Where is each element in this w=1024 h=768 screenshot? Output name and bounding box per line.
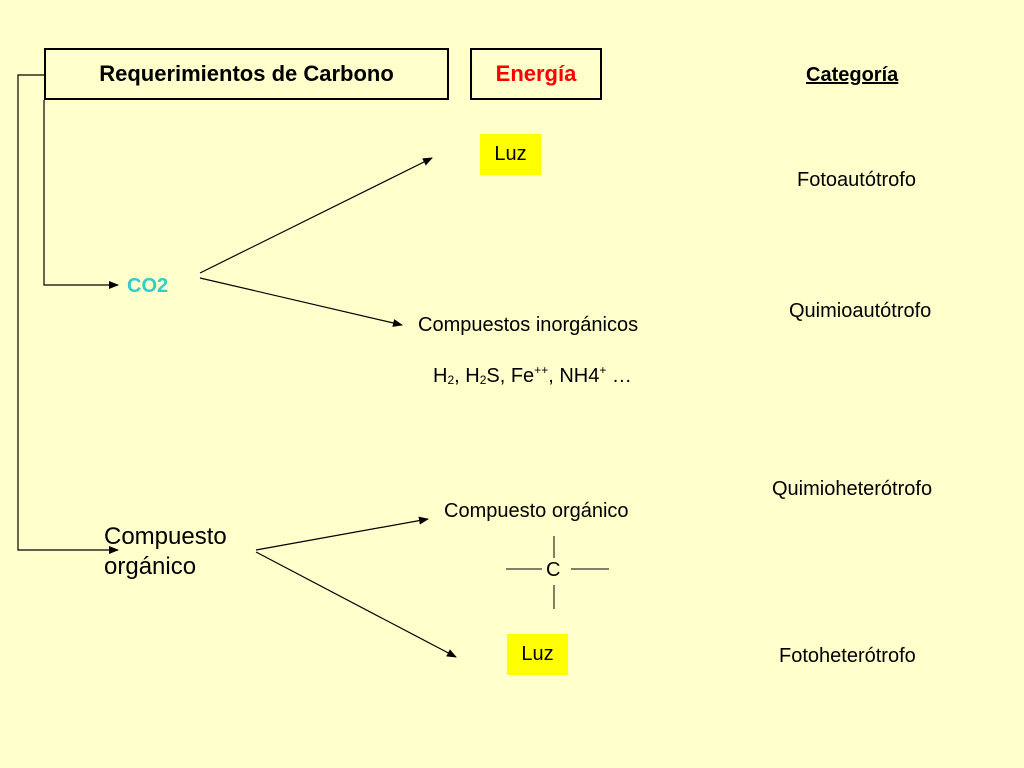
inorganic-compounds: Compuestos inorgánicos xyxy=(418,314,639,336)
bracket-to-co2 xyxy=(43,100,119,289)
formula-h2s-sub: 2 xyxy=(479,373,487,387)
co2-node: CO2 xyxy=(127,275,168,298)
luz-bottom-highlight: Luz xyxy=(507,634,568,675)
co2-subscript: 2 xyxy=(157,275,169,297)
organic-line1: Compuesto xyxy=(104,523,227,550)
luz-bottom-label: Luz xyxy=(521,643,554,665)
energy-box: Energía xyxy=(470,48,602,100)
carbon-requirements-label: Requerimientos de Carbono xyxy=(99,61,394,86)
arrow-co2-luz xyxy=(199,157,433,274)
formula-nh4: , NH4 xyxy=(548,365,600,387)
category-title: Categoría xyxy=(806,64,899,86)
category-fotoheterotrofo: Fotoheterótrofo xyxy=(779,645,916,667)
category-quimioautotrofo: Quimioautótrofo xyxy=(789,300,932,322)
co2-main: CO xyxy=(127,275,157,297)
bracket-to-organic xyxy=(17,74,119,554)
carbon-requirements-box: Requerimientos de Carbono xyxy=(44,48,449,100)
luz-top-label: Luz xyxy=(494,143,527,165)
organic-compound-energy: Compuesto orgánico xyxy=(444,500,629,522)
formula-h2s: , H xyxy=(454,365,480,387)
formula-h: H xyxy=(433,365,448,387)
formula-fe: S, Fe xyxy=(486,365,535,387)
arrow-co2-inorganic xyxy=(199,277,403,327)
energy-label: Energía xyxy=(495,61,577,86)
formula-nh4-sup: + xyxy=(599,363,607,377)
formula-ellipsis: … xyxy=(606,365,632,387)
organic-node: Compuesto orgánico xyxy=(104,522,227,582)
formula-h-sub: 2 xyxy=(447,373,455,387)
carbon-symbol: C xyxy=(546,559,561,581)
formula-fe-sup: ++ xyxy=(534,363,549,377)
organic-line2: orgánico xyxy=(104,553,197,580)
arrow-organic-organic xyxy=(255,516,429,551)
arrow-organic-luz xyxy=(255,551,457,658)
luz-top-highlight: Luz xyxy=(480,134,541,175)
category-fotoautotrofo: Fotoautótrofo xyxy=(797,169,916,191)
category-quimioheterotrofo: Quimioheterótrofo xyxy=(772,478,933,500)
inorganic-formula: H2, H2S, Fe++, NH4+ … xyxy=(433,363,632,388)
